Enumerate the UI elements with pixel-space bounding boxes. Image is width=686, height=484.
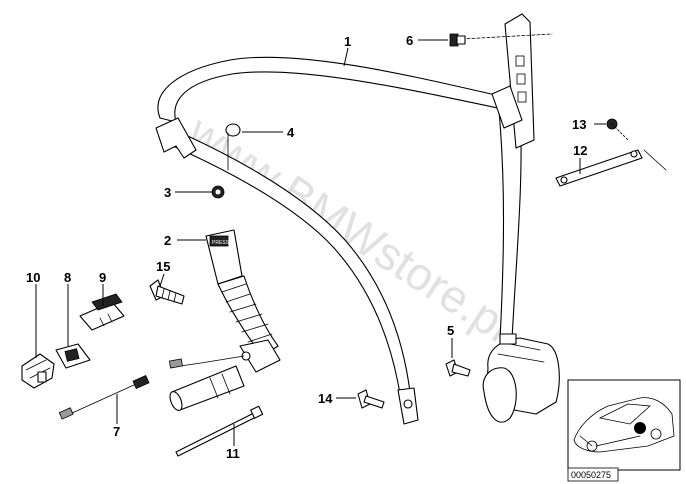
- cover-cap[interactable]: [225, 123, 241, 171]
- buckle-press-text: PRESS: [212, 240, 230, 246]
- cable[interactable]: [58, 374, 150, 420]
- part-label-11: 11: [226, 446, 240, 461]
- part-label-5: 5: [447, 323, 454, 338]
- buckle-bolt[interactable]: [149, 279, 185, 305]
- vehicle-location-inset: 00050275: [567, 379, 681, 482]
- part-label-15: 15: [156, 259, 170, 274]
- part-label-7: 7: [113, 424, 120, 439]
- anchor-bolt[interactable]: [357, 389, 385, 409]
- part-label-8: 8: [64, 270, 71, 285]
- part-label-9: 9: [99, 270, 106, 285]
- watermark: www.BMWstore.pl: [179, 104, 521, 351]
- car-outline-icon: [573, 397, 675, 453]
- part-label-6: 6: [406, 33, 413, 48]
- part-label-1: 1: [344, 34, 351, 49]
- belt-buckle[interactable]: PRESS: [168, 229, 281, 412]
- belt-height-adjuster[interactable]: [461, 13, 553, 149]
- part-label-13: 13: [572, 117, 586, 132]
- bracket-bolt[interactable]: [606, 118, 629, 141]
- seat-belt-webbing[interactable]: [155, 56, 522, 395]
- seat-position-marker-icon: [634, 422, 646, 434]
- connector-plate[interactable]: [55, 343, 91, 369]
- plug-connector[interactable]: [79, 293, 125, 331]
- part-label-4: 4: [287, 125, 295, 140]
- belt-end-fitting[interactable]: [397, 387, 419, 425]
- reference-code: 00050275: [571, 470, 611, 480]
- part-label-12: 12: [573, 143, 587, 158]
- part-label-14: 14: [318, 391, 333, 406]
- clip[interactable]: [21, 353, 55, 389]
- part-label-3: 3: [164, 185, 171, 200]
- cable-tie[interactable]: [175, 405, 264, 457]
- part-label-10: 10: [26, 270, 40, 285]
- leader-lines: [35, 39, 606, 446]
- guide-bolt[interactable]: [449, 33, 466, 47]
- part-label-2: 2: [164, 233, 171, 248]
- retractor-bolt[interactable]: [445, 359, 471, 377]
- belt-retractor[interactable]: [482, 333, 560, 423]
- bracket-bar[interactable]: [555, 149, 667, 187]
- part-labels: 1 2 3 4 5 6 7 8 9 10 11 12 13 14 15: [26, 33, 587, 461]
- nut[interactable]: [211, 185, 225, 199]
